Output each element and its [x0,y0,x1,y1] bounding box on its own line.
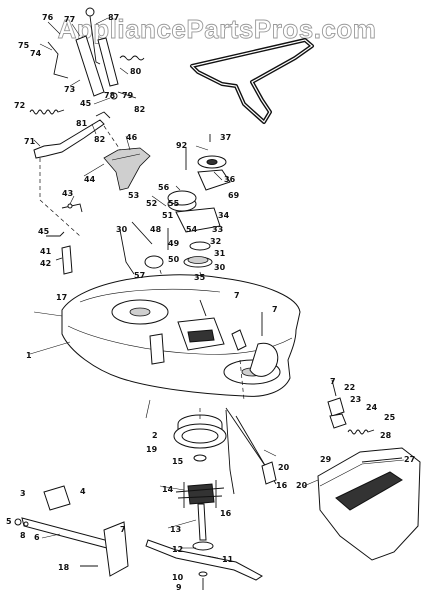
leader-lines [29,17,319,567]
belt-guard [103,147,151,191]
callout-labels: 76 77 87 75 74 73 80 78 79 82 72 45 81 8… [6,13,415,592]
callout: 2 [152,431,158,440]
callout: 10 [172,573,184,582]
callout: 3 [20,489,26,498]
callout: 69 [228,191,240,200]
callout: 49 [168,239,180,248]
callout: 52 [146,199,157,208]
callout: 71 [24,137,36,146]
deck-belt-cover [317,447,421,561]
callout: 48 [150,225,162,234]
callout: 55 [168,199,180,208]
callout: 6 [34,533,40,542]
callout: 20 [278,463,290,472]
callout: 9 [176,583,182,592]
lift-bracket-parts [46,203,83,275]
drive-belt [190,38,314,124]
callout: 80 [130,67,142,76]
callout: 82 [134,105,145,114]
callout: 33 [212,225,223,234]
callout: 75 [18,41,30,50]
callout: 53 [128,191,139,200]
callout: 14 [162,485,174,494]
callout: 7 [272,305,278,314]
callout: 25 [384,413,396,422]
callout: 20 [296,481,308,490]
rod-links [225,359,277,495]
callout: 7 [120,525,126,534]
callout: 23 [350,395,361,404]
callout: 45 [38,227,50,236]
callout: 46 [126,133,138,142]
callout: 36 [224,175,236,184]
callout: 17 [56,293,67,302]
callout: 74 [30,49,42,58]
callout: 11 [222,555,234,564]
callout: 31 [214,249,226,258]
callout: 44 [84,175,96,184]
callout: 7 [330,377,336,386]
callout: 76 [42,13,54,22]
spring [29,109,65,115]
callout: 29 [320,455,332,464]
callout: 16 [276,481,288,490]
callout: 37 [220,133,231,142]
callout: 77 [64,15,75,24]
callout: 81 [76,119,88,128]
callout: 82 [94,135,105,144]
callout: 18 [58,563,70,572]
belt-guard-bracket [327,379,375,435]
callout: 16 [220,509,232,518]
callout: 51 [162,211,174,220]
callout: 1 [26,351,32,360]
callout: 30 [214,263,226,272]
callout: 5 [6,517,12,526]
callout: 41 [40,247,52,256]
watermark: AppliancePartsPros.com [58,14,377,44]
callout: 13 [170,525,181,534]
callout: 79 [122,91,134,100]
callout: 78 [104,91,116,100]
callout: 54 [186,225,198,234]
callout: 24 [366,403,378,412]
idler-pulley-assembly [119,134,231,301]
callout: 73 [64,85,75,94]
callout: 8 [20,531,26,540]
callout: 57 [134,271,145,280]
callout: 4 [80,487,86,496]
belt-band [173,423,227,449]
callout: 30 [116,225,128,234]
callout: 28 [380,431,392,440]
callout: 22 [344,383,355,392]
callout: 92 [176,141,187,150]
callout: 32 [210,237,221,246]
callout: 87 [108,13,119,22]
callout: 34 [218,211,230,220]
callout: 7 [234,291,240,300]
callout: 43 [62,189,73,198]
callout: 50 [168,255,180,264]
front-bracket [14,485,129,577]
callout: 15 [172,457,184,466]
callout: 19 [146,445,158,454]
lift-handle-assembly [47,7,145,100]
callout: 42 [40,259,51,268]
callout: 56 [158,183,170,192]
mower-deck-housing [61,274,301,397]
callout: 45 [80,99,92,108]
callout: 72 [14,101,25,110]
callout: 27 [404,455,415,464]
callout: 35 [194,273,206,282]
callout: 12 [172,545,183,554]
